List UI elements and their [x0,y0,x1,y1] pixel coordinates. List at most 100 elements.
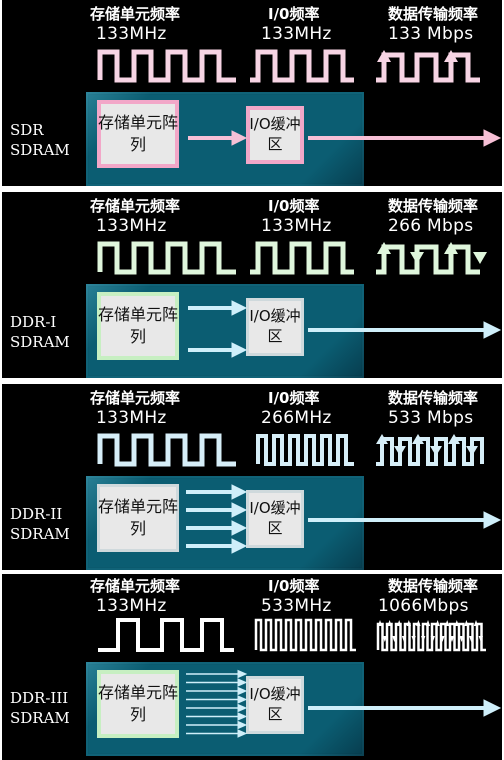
memory-type-label: DDR-II SDRAM [10,505,70,543]
memory-type-label: SDR SDRAM [10,121,70,159]
sample-arrow-down [459,636,464,642]
cell-to-buffer-arrows [188,130,248,146]
sample-arrow-down [382,636,387,642]
data-clock-wave [376,244,480,275]
io-buffer-block: I/O缓冲区 [246,298,304,356]
flow-arrow-head [237,729,248,738]
data-sample-arrows [377,242,487,264]
flow-arrow-head [237,703,248,713]
sample-arrow-up [387,620,392,626]
sample-arrow-up [377,620,383,626]
cell-to-buffer-arrows [188,300,248,358]
header-cell-frequency: 存储单元频率 [90,197,181,215]
sample-arrow-down [430,636,435,642]
data-sample-arrows [377,620,483,642]
sample-arrow-up [473,620,479,626]
output-arrow-head [483,699,502,717]
flow-arrow-head [231,300,248,316]
io-buffer-block: I/O缓冲区 [246,106,304,164]
panel-sdr: 存储单元频率 I/0频率 数据传输频率 133MHz 133MHz 133 Mb… [2,0,502,186]
sample-arrow-up [444,242,458,254]
sample-arrow-down [401,636,407,642]
data-rate-value: 1066Mbps [378,596,469,616]
output-arrow-head [483,129,502,147]
sample-arrow-up [397,620,402,626]
cell-to-buffer-arrows [186,484,248,554]
data-clock-wave [376,622,486,652]
io-buffer-block: I/O缓冲区 [246,676,304,734]
cell-array-block: 存储单元阵列 [97,292,179,360]
io-clock-wave [250,241,354,275]
sample-arrow-up [464,620,469,626]
sample-arrow-down [392,636,397,642]
header-data-rate: 数据传输频率 [388,577,479,595]
cell-clock-wave [97,241,236,275]
output-arrow [308,129,502,147]
sample-arrow-down [411,636,416,642]
data-rate-value: 533 Mbps [388,408,474,428]
flow-arrow-head [237,695,248,704]
data-rate-value: 133 Mbps [388,24,474,44]
data-sample-arrows [376,434,478,456]
output-arrow [308,511,502,529]
sample-arrow-up [412,434,424,444]
io-clock-wave [256,434,354,466]
memory-type-label: DDR-III SDRAM [10,689,70,727]
panel-ddr1: 存储单元频率 I/0频率 数据传输频率 133MHz 133MHz 266 Mb… [2,192,502,378]
cell-frequency-value: 133MHz [96,596,167,616]
io-frequency-value: 533MHz [261,596,332,616]
cell-clock-wave [97,433,236,467]
memory-type-label: DDR-I SDRAM [10,313,70,351]
cell-to-buffer-arrows [186,669,248,738]
io-frequency-value: 133MHz [261,216,332,236]
sample-arrow-up [435,620,440,626]
cell-clock-wave [98,618,234,652]
header-cell-frequency: 存储单元频率 [90,577,181,595]
flow-arrow-head [231,130,248,146]
header-cell-frequency: 存储单元频率 [90,5,181,23]
sample-arrow-up [454,620,459,626]
data-flow-arrows [186,669,502,738]
sample-arrow-down [449,636,455,642]
output-arrow-head [483,511,502,529]
sample-arrow-down [394,446,406,456]
cell-array-block: 存储单元阵列 [97,670,179,738]
io-buffer-block: I/O缓冲区 [246,490,304,548]
io-frequency-value: 266MHz [261,408,332,428]
sample-arrow-down [473,252,487,264]
io-clock-wave [250,49,354,83]
data-clock-wave [376,52,480,83]
header-data-rate: 数据传输频率 [388,197,479,215]
sample-arrow-up [445,620,450,626]
flow-arrow-head [237,678,248,687]
sample-arrow-up [448,434,460,444]
cell-frequency-value: 133MHz [96,24,167,44]
header-io-frequency: I/0频率 [268,5,320,23]
clock-waveforms [97,433,484,467]
cell-array-block: 存储单元阵列 [97,100,179,168]
flow-arrow-head [231,342,248,358]
sample-arrow-up [377,242,391,254]
data-rate-value: 266 Mbps [388,216,474,236]
clock-waveforms [97,49,480,83]
data-clock-wave [376,437,484,466]
sample-arrow-down [466,446,478,456]
sample-arrow-up [377,50,391,62]
header-io-frequency: I/0频率 [268,389,320,407]
sample-arrow-up [425,620,431,626]
output-arrow [308,321,502,339]
flow-arrow-head [231,484,248,500]
clock-waveforms [97,241,487,275]
sample-arrow-up [406,620,411,626]
data-sample-arrows [377,50,458,62]
panel-ddr2: 存储单元频率 I/0频率 数据传输频率 133MHz 266MHz 533 Mb… [2,384,502,570]
flow-arrow-head [237,712,248,721]
sample-arrow-down [478,636,483,642]
cell-frequency-value: 133MHz [96,216,167,236]
data-flow-arrows [188,129,502,147]
flow-arrow-head [237,669,248,679]
sample-arrow-down [440,636,445,642]
output-arrow-head [483,321,502,339]
sample-arrow-down [469,636,474,642]
